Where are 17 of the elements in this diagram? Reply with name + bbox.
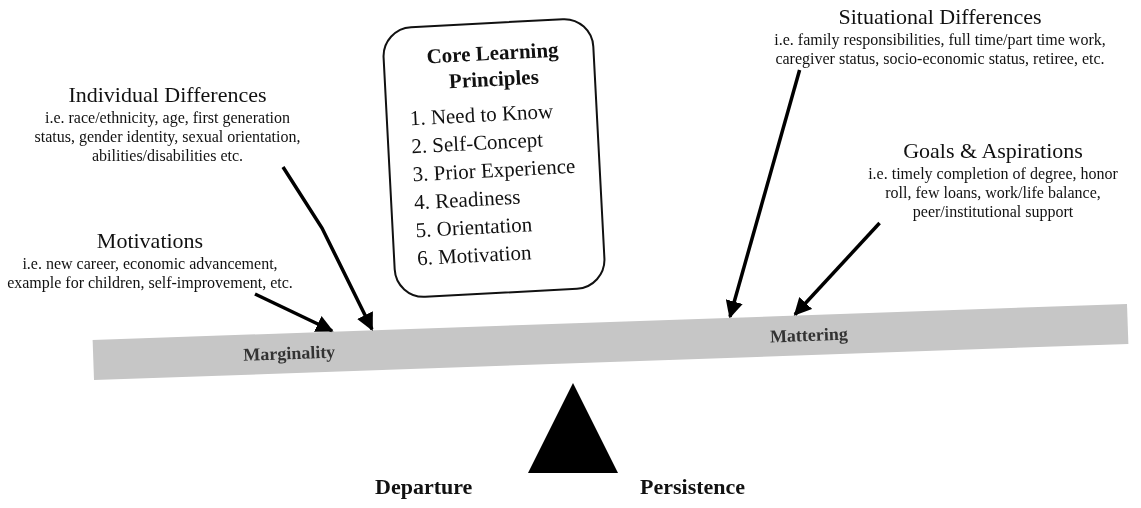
description: i.e. new career, economic advancement, example for children, self-improvement, etc. [6, 254, 294, 292]
heading: Individual Differences [68, 82, 267, 108]
arrow [793, 221, 881, 316]
heading: Goals & Aspirations [903, 138, 1083, 164]
beam-label: Mattering [769, 322, 849, 348]
description: i.e. family responsibilities, full time/part time work, caregiver status, socio-economic status, retiree, etc. [773, 30, 1107, 68]
beam-label: Marginality [242, 340, 336, 366]
description: i.e. race/ethnicity, age, first generation status, gender identity, sexual orientation, abilities/disabilities etc. [33, 108, 302, 165]
heading: Motivations [96, 228, 204, 254]
outcome-label: Departure [375, 474, 473, 500]
outcome-label: Persistence [640, 474, 746, 500]
arrow [254, 292, 334, 333]
arrow [281, 166, 374, 331]
description: i.e. timely completion of degree, honor roll, few loans, work/life balance, peer/institutional support [867, 164, 1119, 221]
heading: Situational Differences [838, 4, 1042, 30]
card-heading: Core Learning Principles [424, 36, 561, 96]
arrow [725, 69, 802, 319]
